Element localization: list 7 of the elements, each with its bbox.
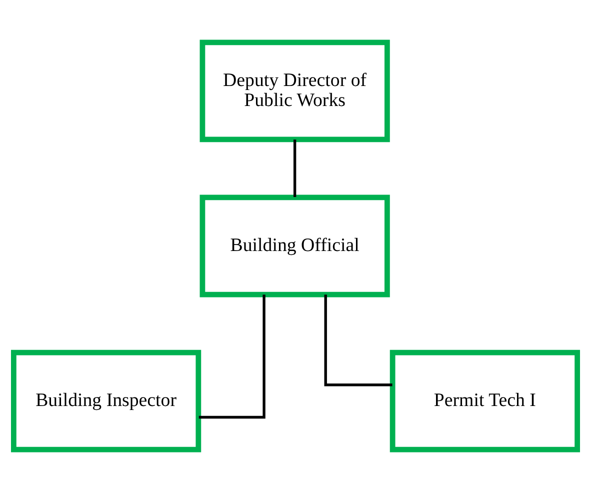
- connector: [324, 294, 392, 386]
- node-box: Building Official: [200, 194, 390, 297]
- connector: [293, 139, 296, 196]
- connector: [198, 294, 266, 418]
- node-box: Building Inspector: [10, 349, 202, 452]
- node-box: Permit Tech I: [390, 349, 580, 452]
- node-box: Deputy Director of Public Works: [200, 39, 390, 142]
